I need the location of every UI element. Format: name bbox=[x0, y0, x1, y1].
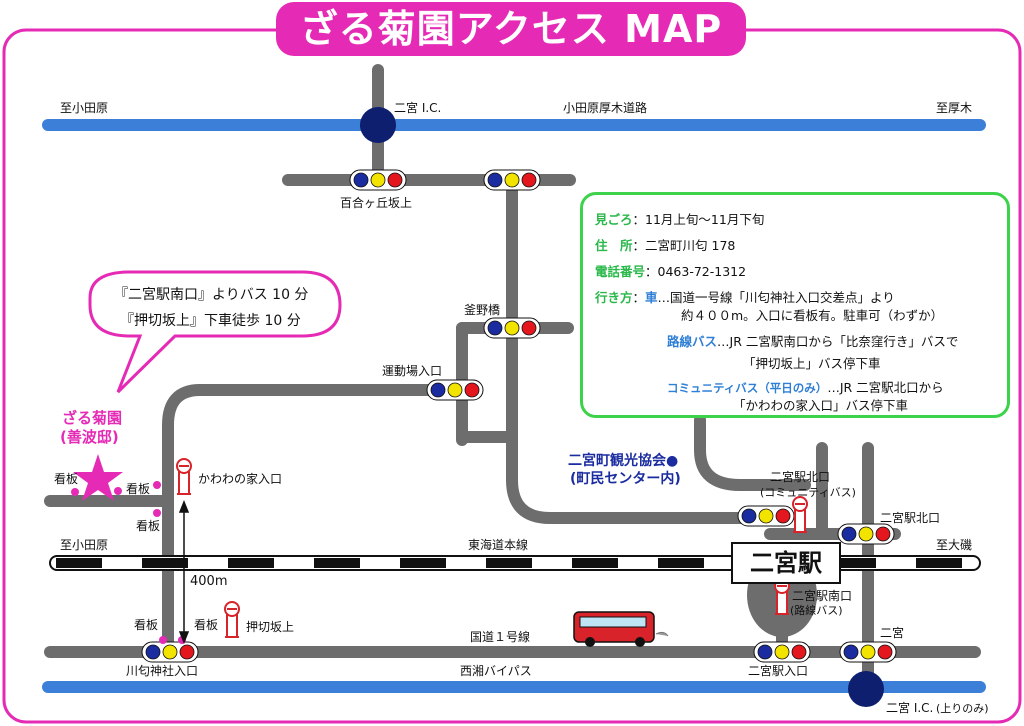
label-tourist-assoc: 二宮町観光協会● bbox=[568, 453, 679, 469]
info-box: 見ごろ：11月上旬～11月下旬 住 所：二宮町川匂 178 電話番号：0463-… bbox=[580, 192, 1010, 418]
label-kanban-3: 看板 bbox=[136, 519, 161, 533]
label-odawara-atsugi-road: 小田原厚木道路 bbox=[563, 101, 648, 115]
info-comm-key: コミュニティバス（平日のみ） bbox=[667, 381, 828, 395]
label-ic-note: (上りのみ) bbox=[936, 702, 989, 715]
label-kamanobashi: 釜野橋 bbox=[464, 303, 501, 317]
label-ninomiya-ic-top: 二宮 I.C. bbox=[394, 101, 442, 115]
label-tourist-assoc-sub: (町民センター内) bbox=[570, 471, 681, 487]
rail-dash bbox=[314, 558, 360, 568]
rail-dash bbox=[228, 558, 274, 568]
info-season-key: 見ごろ bbox=[595, 212, 633, 227]
rail-dash bbox=[916, 558, 962, 568]
rail-dash bbox=[142, 558, 188, 568]
info-bus-key: 路線バス bbox=[667, 334, 718, 349]
rail-dash bbox=[658, 558, 704, 568]
info-phone-value: ：0463-72-1312 bbox=[645, 264, 747, 279]
ninomiya-ic-bottom-marker bbox=[848, 671, 884, 707]
traffic-signal-icon bbox=[426, 379, 484, 401]
info-bus-line-2: 「押切坂上」バス停下車 bbox=[743, 356, 881, 371]
info-bus-line-1: …JR 二宮駅南口から「比奈窪行き」バスで bbox=[717, 334, 959, 349]
info-address-value: ：二宮町川匂 178 bbox=[632, 238, 736, 253]
info-season-value: ：11月上旬～11月下旬 bbox=[632, 212, 765, 227]
info-car-line-1: …国道一号線「川匂神社入口交差点」より bbox=[657, 290, 895, 305]
ninomiya-ic-top-marker bbox=[360, 107, 396, 143]
rail-dash bbox=[400, 558, 446, 568]
label-garden-sub: (善波邸) bbox=[60, 428, 119, 446]
info-car-key: 車 bbox=[645, 290, 658, 305]
info-comm-line-2: 「かわわの家入口」バス停下車 bbox=[733, 398, 909, 413]
info-comm-line-1: …JR 二宮駅北口から bbox=[827, 380, 944, 395]
distance-arrow bbox=[178, 499, 190, 645]
label-ninomiya-iriguchi: 二宮駅入口 bbox=[748, 664, 809, 678]
traffic-signal-icon bbox=[141, 641, 199, 663]
label-to-odawara-mid: 至小田原 bbox=[60, 538, 109, 552]
label-rosen-bus-note: (路線バス) bbox=[790, 604, 843, 617]
traffic-signal-icon bbox=[839, 641, 897, 663]
access-bubble bbox=[88, 270, 342, 394]
label-tokaido: 東海道本線 bbox=[468, 538, 529, 552]
label-kanban-2: 看板 bbox=[126, 482, 151, 496]
label-kanban-1: 看板 bbox=[54, 472, 79, 486]
traffic-signal-icon bbox=[483, 317, 541, 339]
bubble-line-2: 『押切坂上』下車徒歩 10 分 bbox=[120, 313, 301, 329]
label-distance: 400m bbox=[190, 574, 228, 589]
rail-dash bbox=[572, 558, 618, 568]
label-yurigaoka: 百合ヶ丘坂上 bbox=[340, 196, 413, 210]
rail-dash bbox=[830, 558, 876, 568]
label-minamiguchi: 二宮駅南口 bbox=[792, 589, 853, 603]
label-garden-name: ざる菊園 bbox=[62, 409, 123, 427]
rail-dash bbox=[486, 558, 532, 568]
info-address-key: 住 所 bbox=[595, 238, 633, 253]
label-comm-bus-note: (コミュニティバス) bbox=[760, 486, 856, 499]
label-kanban-5: 看板 bbox=[194, 618, 219, 632]
label-oshikiri: 押切坂上 bbox=[246, 620, 295, 634]
traffic-signal-icon bbox=[837, 523, 895, 545]
label-ninomiya-kitaguchi: 二宮駅北口 bbox=[880, 511, 941, 525]
bus-stop-icon bbox=[774, 578, 790, 615]
label-ninomiya-ic-bottom: 二宮 I.C. bbox=[886, 701, 934, 715]
label-undojo: 運動場入口 bbox=[382, 364, 443, 378]
label-ninomiya-kitaguchi-comm: 二宮駅北口 bbox=[770, 470, 831, 484]
label-to-atsugi: 至厚木 bbox=[936, 101, 973, 115]
bus-stop-icon bbox=[224, 601, 240, 638]
label-to-oiso: 至大磯 bbox=[936, 538, 973, 552]
bus-stop-icon bbox=[176, 458, 192, 495]
traffic-signal-icon bbox=[737, 505, 795, 527]
label-ninomiya: 二宮 bbox=[880, 626, 905, 640]
rail-dash bbox=[56, 558, 102, 568]
traffic-signal-icon bbox=[483, 169, 541, 191]
label-kokudo1: 国道１号線 bbox=[470, 630, 531, 644]
info-phone-key: 電話番号 bbox=[595, 264, 646, 279]
info-car-line-2: 約４００m。入口に看板有。駐車可（わずか） bbox=[681, 308, 944, 323]
bus-stop-icon bbox=[792, 496, 808, 533]
label-kawawa: かわわの家入口 bbox=[198, 472, 283, 486]
label-seisho-bypass: 西湘バイパス bbox=[460, 664, 532, 678]
traffic-signal-icon bbox=[753, 641, 811, 663]
star-icon bbox=[73, 454, 123, 501]
ninomiya-station-label: 二宮駅 bbox=[731, 542, 841, 584]
label-to-odawara-top: 至小田原 bbox=[60, 101, 109, 115]
traffic-signal-icon bbox=[349, 169, 407, 191]
label-kanban-4: 看板 bbox=[134, 618, 159, 632]
info-route-key: 行き方 bbox=[595, 290, 633, 305]
bus-icon bbox=[573, 611, 669, 647]
map-title: ざる菊園アクセス MAP bbox=[276, 2, 746, 56]
bubble-line-1: 『二宮駅南口』よりバス 10 分 bbox=[114, 287, 309, 303]
label-kawawa-jinja: 川匂神社入口 bbox=[126, 664, 199, 678]
